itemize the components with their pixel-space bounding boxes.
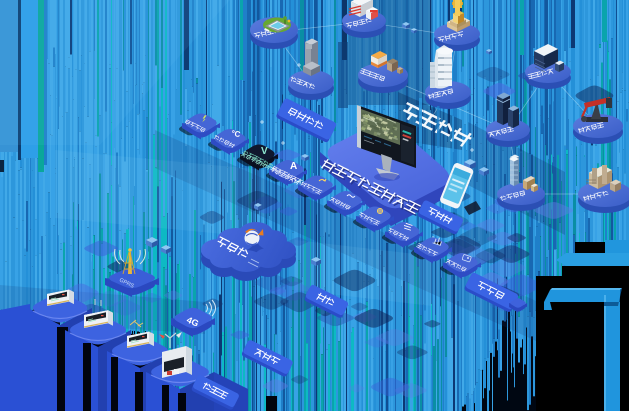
svg-text:4G: 4G xyxy=(185,315,200,329)
svg-text:A: A xyxy=(290,161,297,172)
svg-text:°C: °C xyxy=(231,129,242,139)
svg-text:V: V xyxy=(261,146,268,157)
